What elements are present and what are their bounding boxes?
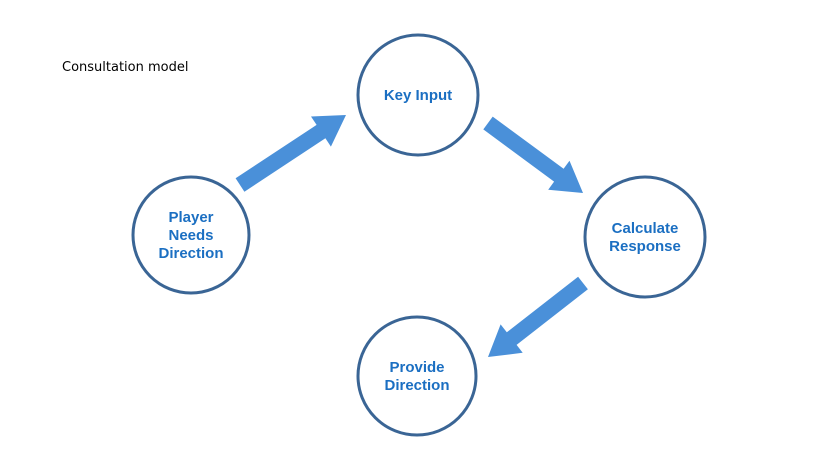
node-circle bbox=[583, 175, 707, 299]
node-label-line: Key Input bbox=[384, 87, 452, 104]
node-label-line: Direction bbox=[158, 245, 223, 262]
node-circle bbox=[356, 33, 480, 157]
node-label-line: Player bbox=[168, 209, 213, 226]
node-key-input: Key Input bbox=[356, 33, 480, 157]
node-circle bbox=[356, 315, 478, 437]
node-label-line: Provide bbox=[389, 359, 444, 376]
node-label-line: Needs bbox=[168, 227, 213, 244]
arrow-calculate-response-to-provide-direction bbox=[488, 276, 588, 357]
node-label-line: Calculate bbox=[612, 220, 679, 237]
node-label-line: Direction bbox=[384, 377, 449, 394]
node-circle bbox=[131, 175, 251, 295]
diagram-title: Consultation model bbox=[62, 60, 189, 75]
arrow-player-needs-direction-to-key-input bbox=[235, 115, 346, 192]
node-label-line: Response bbox=[609, 238, 681, 255]
arrow-key-input-to-calculate-response bbox=[483, 116, 583, 193]
